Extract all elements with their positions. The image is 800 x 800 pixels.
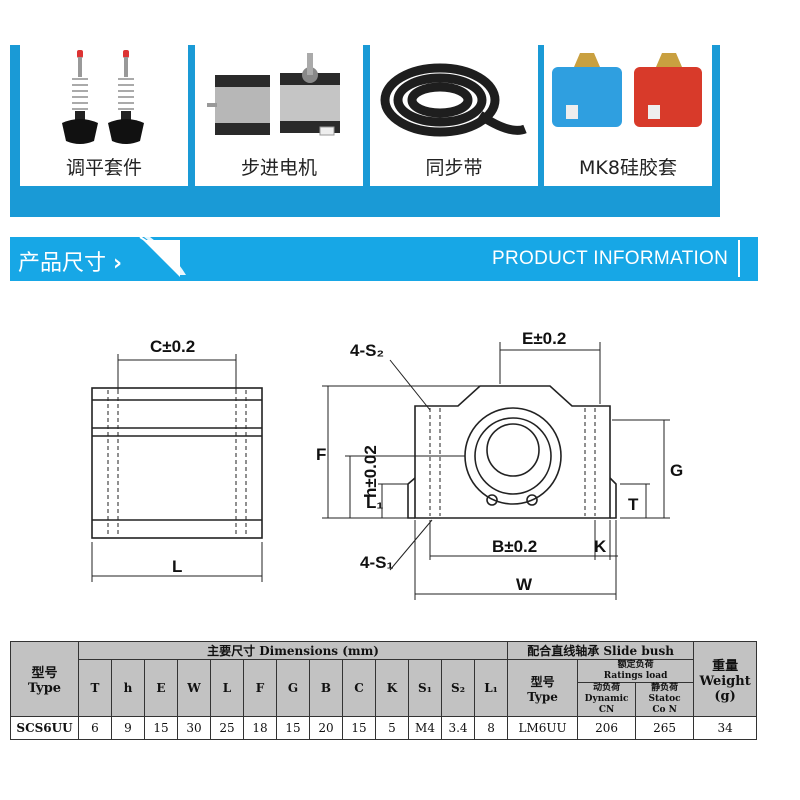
dim-label-c: C±0.2: [150, 337, 195, 356]
dim-label-s2: 4-S₂: [350, 341, 384, 360]
cell-dim: 3.4: [441, 716, 475, 740]
cell-dim: 30: [177, 716, 211, 740]
dim-col-h: h: [111, 659, 145, 717]
cell-dim: 6: [78, 716, 112, 740]
header-weight: 重量 Weight (g): [693, 641, 758, 717]
dim-col-t: T: [78, 659, 112, 717]
dim-label-l1: L₁: [366, 493, 383, 512]
dim-col-w: W: [177, 659, 211, 717]
dim-label-f: F: [316, 445, 326, 464]
dim-col-e: E: [144, 659, 178, 717]
dim-col-f: F: [243, 659, 277, 717]
block-front-view: [414, 385, 611, 519]
cell-dim: 9: [111, 716, 145, 740]
dim-col-b: B: [309, 659, 343, 717]
dim-label-w: W: [516, 575, 533, 594]
dim-label-t: T: [628, 495, 639, 514]
product-card-silicone-sock[interactable]: MK8硅胶套: [544, 45, 712, 186]
cell-static: 265: [635, 716, 695, 740]
cell-dim: 25: [210, 716, 244, 740]
cell-dim: 5: [375, 716, 409, 740]
cell-dim: M4: [408, 716, 442, 740]
timing-belt-image: [380, 63, 527, 137]
dim-label-h: h±0.02: [361, 445, 380, 498]
dim-label-k: K: [594, 537, 607, 556]
chevron-right-icon: ›: [113, 251, 123, 276]
spec-table: 型号 Type 主要尺寸 Dimensions (mm) 配合直线轴承 Slid…: [10, 641, 758, 740]
dim-label-g: G: [670, 461, 683, 480]
static-load-header: 静负荷 Statoc Co N: [635, 682, 695, 717]
rating-load-header: 额定负荷 Ratings load: [577, 659, 695, 683]
dim-col-l1: L₁: [473, 659, 509, 717]
leveling-kit-image: [62, 50, 144, 144]
product-label: 步进电机: [240, 157, 317, 179]
banner-title: 产品尺寸 ›: [18, 251, 123, 276]
dim-col-c: C: [342, 659, 376, 717]
product-card-stepper-motor[interactable]: 步进电机: [195, 45, 363, 186]
product-label: MK8硅胶套: [579, 157, 677, 179]
dim-col-g: G: [276, 659, 310, 717]
dim-col-k: K: [375, 659, 409, 717]
cell-dim: 8: [473, 716, 509, 740]
header-dimensions: 主要尺寸 Dimensions (mm): [77, 641, 509, 660]
dim-label-s1: 4-S₁: [360, 553, 394, 572]
bushing-side-view: [91, 387, 263, 539]
product-card-leveling-kit[interactable]: 调平套件: [20, 45, 188, 186]
dim-label-l: L: [172, 557, 182, 576]
header-model: 型号 Type: [10, 641, 79, 717]
bush-model-header: 型号 Type: [507, 659, 579, 717]
cell-dim: 15: [144, 716, 178, 740]
cell-dim: 15: [276, 716, 310, 740]
dim-col-s1: S₁: [408, 659, 442, 717]
cell-dynamic: 206: [577, 716, 637, 740]
cell-dim: 18: [243, 716, 277, 740]
product-label: 同步带: [425, 157, 483, 179]
stepper-motor-image: [207, 53, 340, 136]
dynamic-load-header: 动负荷 Dynamic CN: [577, 682, 637, 717]
section-banner: 产品尺寸 › PRODUCT INFORMATION: [10, 237, 758, 282]
cell-dim: 15: [342, 716, 376, 740]
cell-model: SCS6UU: [10, 716, 79, 740]
dim-col-l: L: [210, 659, 244, 717]
hidden-lines: [107, 390, 247, 535]
banner-subtitle: PRODUCT INFORMATION: [492, 248, 729, 269]
product-cards-panel: 调平套件 步进电机 同步带: [10, 45, 720, 217]
dim-label-b: B±0.2: [492, 537, 537, 556]
cell-weight: 34: [693, 716, 758, 740]
cell-bush: LM6UU: [507, 716, 579, 740]
silicone-sock-image: [552, 53, 702, 127]
dim-col-s2: S₂: [441, 659, 475, 717]
product-card-timing-belt[interactable]: 同步带: [370, 45, 538, 186]
cell-dim: 20: [309, 716, 343, 740]
header-slide-bush: 配合直线轴承 Slide bush: [507, 641, 695, 660]
table-row: SCS6UU 6 9 15 30 25 18 15 20 15 5 M4 3.4…: [10, 716, 758, 740]
dimension-drawing: C±0.2 L 4-S₂ E±0.2 F h±0.02 L₁ G T B±0.2…: [91, 329, 683, 600]
banner-background: [10, 237, 758, 281]
product-label: 调平套件: [65, 157, 142, 179]
dim-label-e: E±0.2: [522, 329, 566, 348]
